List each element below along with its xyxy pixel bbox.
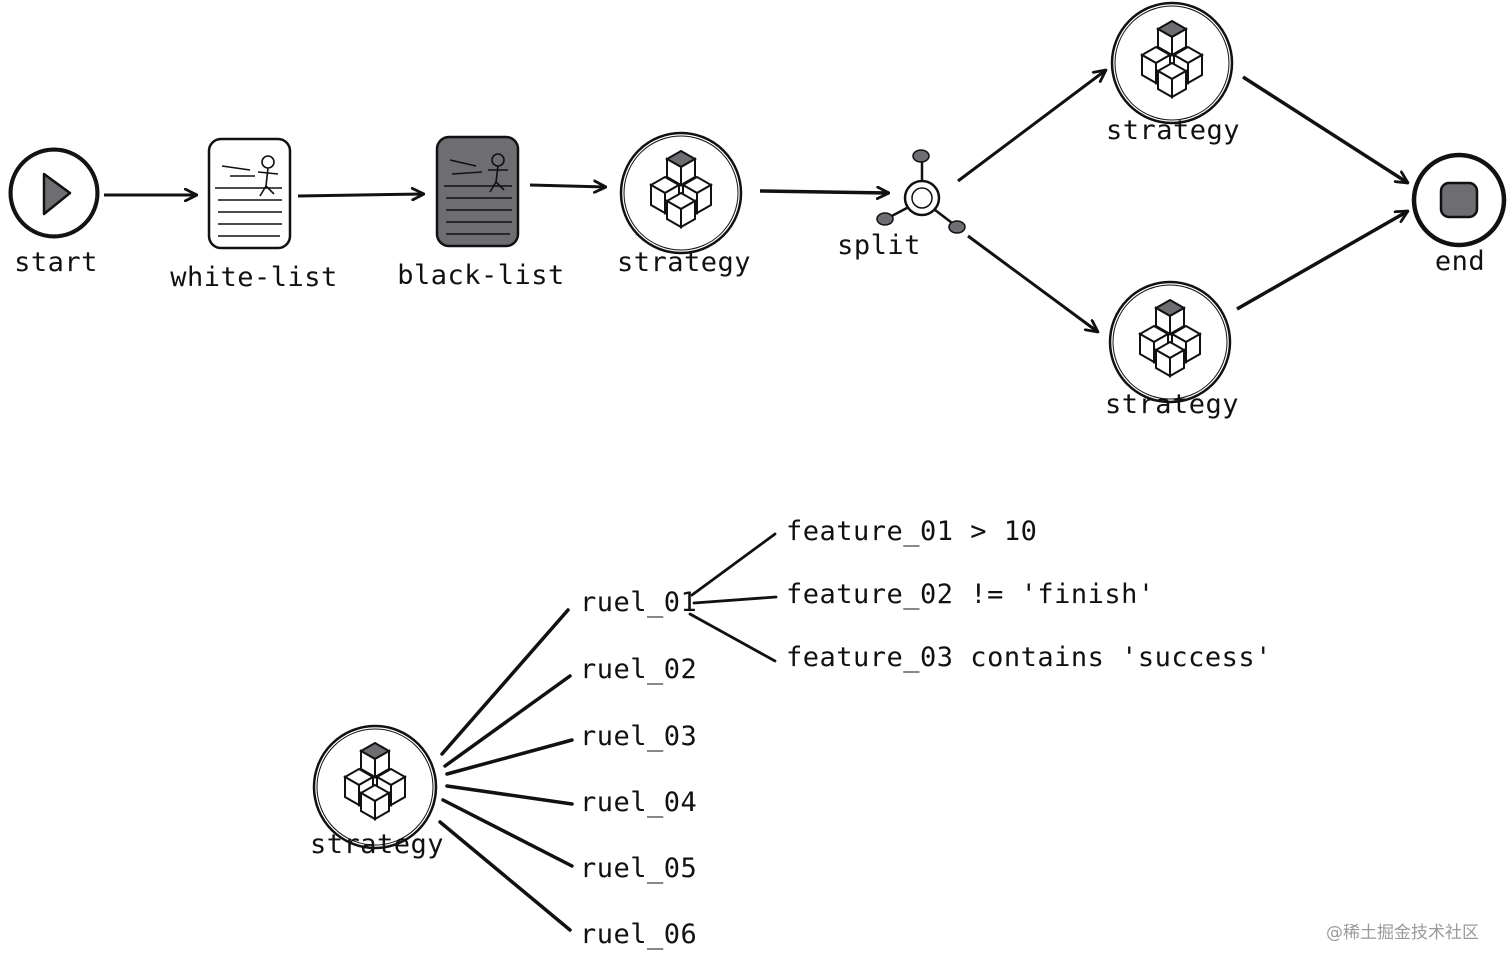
whitelist-label: white-list (170, 262, 338, 293)
end-label: end (1434, 246, 1486, 277)
arrow-split-to-strategy-bottom (967, 234, 1098, 332)
branch-ruel-04 (445, 784, 574, 806)
branch-feature-02 (692, 595, 778, 605)
play-icon (42, 172, 72, 216)
arrow-strategy-to-split (759, 191, 889, 193)
rule-label: ruel_03 (580, 721, 698, 752)
feature-branches (688, 532, 778, 663)
feature-label: feature_01 > 10 (786, 516, 1038, 547)
strategy-label-bottom: strategy (1104, 389, 1240, 420)
branch-ruel-05 (441, 798, 574, 868)
branch-ruel-06 (438, 820, 572, 932)
arrow-whitelist-to-blacklist (297, 194, 424, 196)
strategy-label-main: strategy (616, 247, 752, 278)
rule-label: ruel_02 (580, 654, 698, 685)
branch-feature-01 (690, 532, 777, 597)
rule-label: ruel_05 (580, 853, 698, 884)
split-label: split (837, 230, 921, 261)
rule-label: ruel_04 (580, 787, 698, 818)
feature-label: feature_03 contains 'success' (786, 642, 1272, 673)
rule-label: ruel_06 (580, 919, 698, 950)
strategy-node-top (1110, 1, 1234, 125)
document-person-icon (215, 155, 282, 237)
start-label: start (14, 247, 98, 278)
blacklist-label: black-list (397, 260, 565, 291)
arrow-strategy-bottom-to-end (1236, 209, 1408, 311)
arrow-split-to-strategy-top (957, 70, 1106, 183)
strategy-tree-root (312, 724, 438, 850)
blacklist-node (435, 135, 520, 248)
document-person-icon (444, 153, 512, 235)
start-node (8, 147, 100, 239)
strategy-node-bottom (1108, 280, 1232, 404)
feature-label: feature_02 != 'finish' (786, 579, 1155, 610)
stop-icon (1439, 181, 1479, 219)
arrow-blacklist-to-strategy (529, 185, 606, 187)
strategy-label-top: strategy (1105, 115, 1241, 146)
branch-ruel-02 (443, 674, 572, 768)
split-node (876, 149, 966, 234)
tree-branches (438, 608, 574, 932)
rule-label: ruel_01 (580, 587, 698, 618)
branch-ruel-03 (445, 738, 574, 776)
end-node (1411, 152, 1507, 248)
split-icon (876, 149, 966, 234)
whitelist-node (207, 137, 292, 250)
strategy-node-main (619, 131, 743, 255)
branch-ruel-01 (440, 608, 570, 756)
tree-root-label: strategy (309, 829, 445, 860)
arrow-strategy-top-to-end (1242, 75, 1408, 185)
watermark: @稀土掘金技术社区 (1326, 923, 1479, 943)
branch-feature-03 (688, 612, 777, 663)
